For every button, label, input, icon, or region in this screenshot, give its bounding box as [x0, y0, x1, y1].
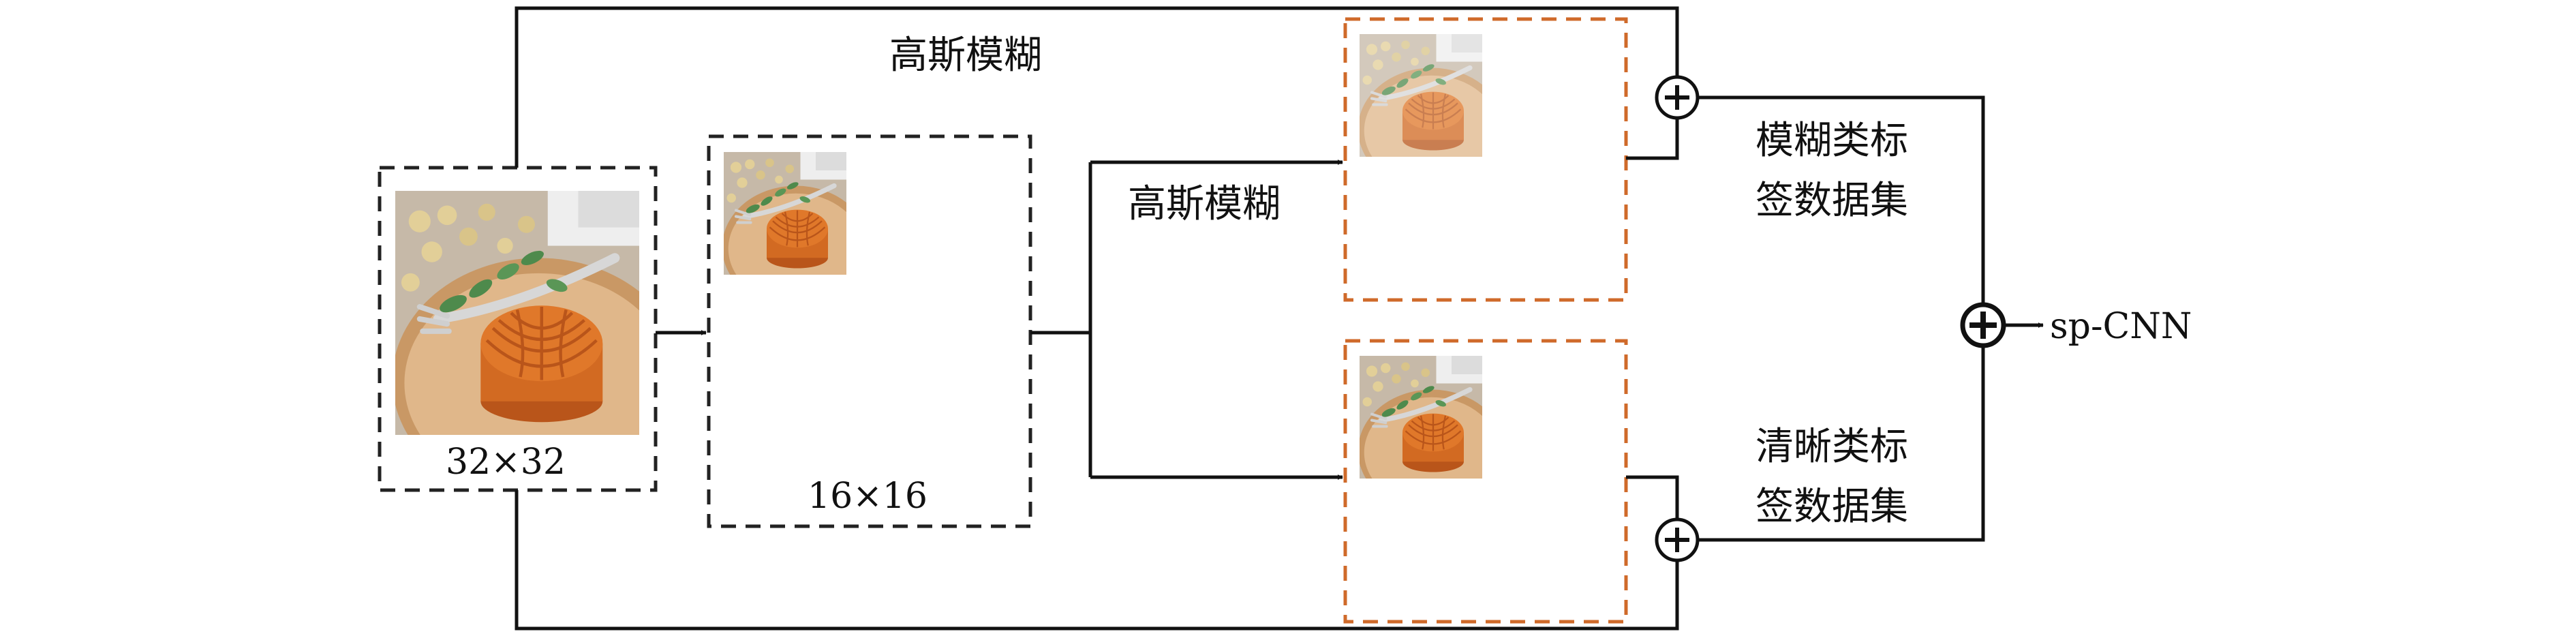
gaussian-blur-mid-label: 高斯模糊 [1128, 182, 1281, 226]
patch-box: 16×16 [707, 134, 1032, 528]
blur-dataset-label-line2: 签数据集 [1755, 179, 1908, 223]
input-size-label: 32×32 [446, 442, 566, 483]
patch-size-label: 16×16 [808, 476, 927, 517]
patch-top-left [722, 152, 870, 309]
clear-dataset-label-line1: 清晰类标 [1755, 425, 1908, 469]
output-label: sp-CNN [2050, 306, 2192, 347]
blur-dataset-label-line1: 模糊类标 [1755, 119, 1908, 163]
gaussian-blur-top-label: 高斯模糊 [889, 33, 1042, 78]
bottom-bypass-line [515, 490, 1679, 631]
connectors [515, 6, 2044, 631]
input-image-box: 32×32 [378, 166, 658, 492]
final-adder-icon [1960, 302, 2006, 348]
bottom-adder-icon [1655, 517, 1700, 562]
clear-dataset-label-line2: 签数据集 [1755, 485, 1908, 529]
top-adder-icon [1655, 75, 1700, 120]
blurred-patches-box [1343, 17, 1628, 302]
clear-patches-box [1343, 339, 1628, 624]
top-bypass-line [515, 6, 1679, 168]
